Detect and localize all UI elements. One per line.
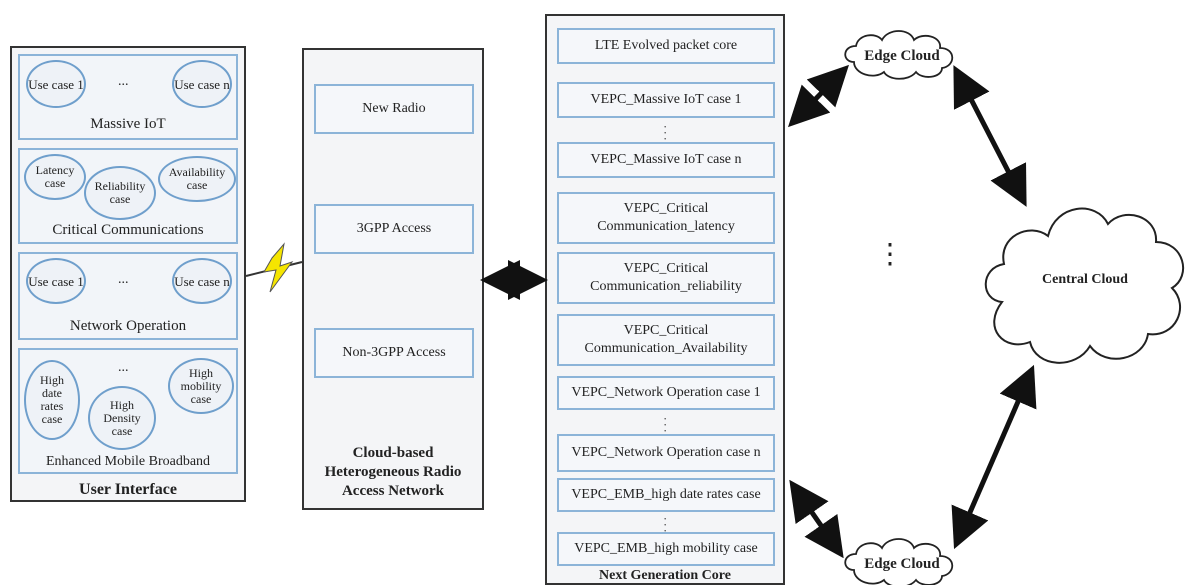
use-case-n-label: Use case n <box>174 76 230 92</box>
user-interface-panel: Use case 1 ... Use case n Massive IoT La… <box>10 46 246 502</box>
ellipsis-dots: ... <box>118 272 129 287</box>
vepc-critical-latency-box: VEPC_Critical Communication_latency <box>557 192 775 244</box>
edge-cloud-top-label: Edge Cloud <box>864 48 940 64</box>
reliability-case-label: Reliability case <box>94 179 146 206</box>
vepc-emb-high-mobility-box: VEPC_EMB_high mobility case <box>557 532 775 566</box>
use-case-n-ellipse: Use case n <box>172 258 232 304</box>
wireless-link-icon <box>245 242 303 293</box>
critical-communications-label: Critical Communications <box>52 222 204 238</box>
new-radio-box: New Radio <box>314 84 474 134</box>
ran-title: Cloud-based Heterogeneous Radio Access N… <box>324 445 462 499</box>
availability-case-ellipse: Availability case <box>158 156 236 202</box>
3gpp-access-label: 3GPP Access <box>356 221 432 236</box>
non-3gpp-access-label: Non-3GPP Access <box>342 345 446 360</box>
edge-cloud-bottom-icon <box>844 538 954 585</box>
ellipsis-dots: ... <box>118 360 129 375</box>
vertical-dots: ··· <box>663 511 668 538</box>
use-case-1-ellipse: Use case 1 <box>26 258 86 304</box>
high-date-rates-ellipse: High date rates case <box>24 360 80 440</box>
vepc-emb-high-rates-box: VEPC_EMB_high date rates case <box>557 478 775 512</box>
use-case-n-label: Use case n <box>174 273 230 289</box>
massive-iot-label: Massive IoT <box>90 116 166 132</box>
vepc-critical-reliability-label: VEPC_Critical Communication_reliability <box>590 261 742 294</box>
vepc-network-op-1-box: VEPC_Network Operation case 1 <box>557 376 775 410</box>
vepc-critical-latency-label: VEPC_Critical Communication_latency <box>597 201 735 234</box>
central-cloud-icon <box>984 207 1185 364</box>
latency-case-label: Latency case <box>35 163 75 190</box>
high-date-rates-label: High date rates case <box>40 373 64 426</box>
availability-case-label: Availability case <box>168 165 226 192</box>
vertical-ellipsis: ⋮ <box>876 239 904 270</box>
reliability-case-ellipse: Reliability case <box>84 166 156 220</box>
vepc-massive-iot-n-box: VEPC_Massive IoT case n <box>557 142 775 178</box>
vepc-network-op-n-label: VEPC_Network Operation case n <box>571 445 761 460</box>
high-mobility-ellipse: High mobility case <box>168 358 234 414</box>
embb-group: High date rates case ... High Density ca… <box>18 348 238 474</box>
embb-label: Enhanced Mobile Broadband <box>45 454 211 469</box>
vepc-critical-availability-label: VEPC_Critical Communication_Availability <box>584 323 748 356</box>
massive-iot-group: Use case 1 ... Use case n Massive IoT <box>18 54 238 140</box>
vepc-network-op-1-label: VEPC_Network Operation case 1 <box>571 385 761 400</box>
edge-cloud-top-icon <box>844 30 954 80</box>
use-case-1-label: Use case 1 <box>28 273 84 289</box>
latency-case-ellipse: Latency case <box>24 154 86 200</box>
edge-bottom-central-arrow <box>951 364 1037 550</box>
critical-communications-group: Latency case Reliability case Availabili… <box>18 148 238 244</box>
vepc-critical-availability-box: VEPC_Critical Communication_Availability <box>557 314 775 366</box>
vepc-massive-iot-1-label: VEPC_Massive IoT case 1 <box>590 92 742 107</box>
vertical-dots: ··· <box>663 119 668 146</box>
lte-epc-label: LTE Evolved packet core <box>594 38 738 53</box>
vertical-dots: ··· <box>663 411 668 438</box>
network-operation-group: Use case 1 ... Use case n Network Operat… <box>18 252 238 340</box>
new-radio-label: New Radio <box>362 101 426 116</box>
use-case-n-ellipse: Use case n <box>172 60 232 108</box>
3gpp-access-box: 3GPP Access <box>314 204 474 254</box>
vepc-network-op-n-box: VEPC_Network Operation case n <box>557 434 775 472</box>
high-density-label: High Density case <box>103 397 141 438</box>
vepc-massive-iot-1-box: VEPC_Massive IoT case 1 <box>557 82 775 118</box>
non-3gpp-access-box: Non-3GPP Access <box>314 328 474 378</box>
lte-epc-box: LTE Evolved packet core <box>557 28 775 64</box>
edge-top-central-arrow <box>953 65 1027 207</box>
core-title: Next Generation Core <box>599 568 731 583</box>
high-mobility-label: High mobility case <box>180 365 222 406</box>
vepc-critical-reliability-box: VEPC_Critical Communication_reliability <box>557 252 775 304</box>
network-operation-label: Network Operation <box>69 318 187 334</box>
core-edge-bottom-arrow <box>789 479 844 559</box>
ran-panel: New Radio 3GPP Access Non-3GPP Access Cl… <box>302 48 484 510</box>
edge-cloud-bottom-label: Edge Cloud <box>864 556 940 572</box>
vepc-emb-high-mobility-label: VEPC_EMB_high mobility case <box>574 541 758 556</box>
ellipsis-dots: ... <box>118 74 129 89</box>
high-density-ellipse: High Density case <box>88 386 156 450</box>
vepc-emb-high-rates-label: VEPC_EMB_high date rates case <box>571 487 761 502</box>
core-edge-top-arrow <box>788 64 849 128</box>
core-panel: LTE Evolved packet core VEPC_Massive IoT… <box>545 14 785 585</box>
vepc-massive-iot-n-label: VEPC_Massive IoT case n <box>590 152 742 167</box>
use-case-1-ellipse: Use case 1 <box>26 60 86 108</box>
use-case-1-label: Use case 1 <box>28 76 84 92</box>
central-cloud-label: Central Cloud <box>1042 272 1128 287</box>
user-interface-title: User Interface <box>79 481 177 498</box>
